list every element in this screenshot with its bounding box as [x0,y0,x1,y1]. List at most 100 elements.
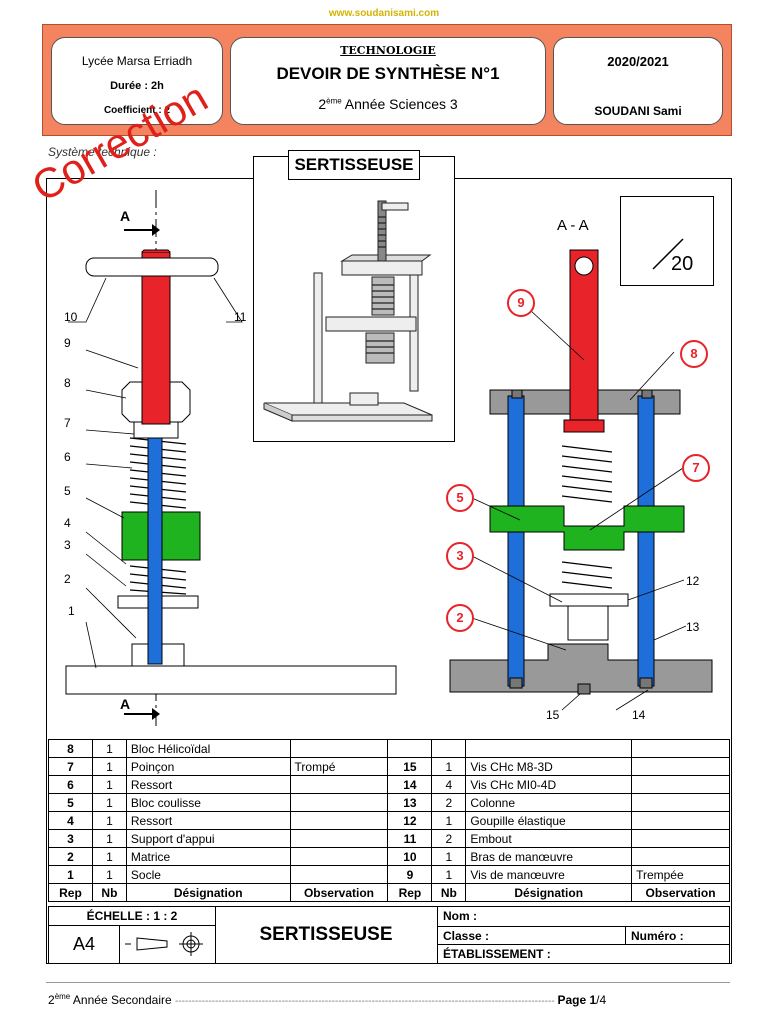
classe-field: Classe : [443,929,490,943]
drawing-title: SERTISSEUSE [215,907,438,963]
numero-field: Numéro : [631,929,684,943]
section-label-bottom: A [120,696,131,712]
table-cell-rep: 5 [48,793,93,812]
circled-label-3: 3 [446,542,474,570]
table-cell-obs [289,739,389,758]
footer: 2ème Année Secondaire ------------------… [48,992,728,1007]
divider [625,926,626,944]
table-cell-obs [631,739,730,758]
school-name: Lycée Marsa Erriadh [81,54,193,68]
table-cell-des: Support d'appui [125,829,291,848]
table-cell-des: Bloc Hélicoïdal [125,739,291,758]
table-cell-obs [289,775,389,794]
table-cell-obs [631,829,730,848]
label-7: 7 [64,416,71,430]
table-cell-nb: 1 [91,775,127,794]
table-cell-rep: 3 [48,829,93,848]
subject: TECHNOLOGIE [340,44,436,57]
table-cell-nb: 1 [91,793,127,812]
year-box: 2020/2021 SOUDANI Sami [553,37,723,125]
exam-box: TECHNOLOGIE DEVOIR DE SYNTHÈSE N°1 2ème … [230,37,546,125]
divider [437,926,729,927]
table-cell-des: Ressort [125,775,291,794]
section-title: A - A [557,217,589,234]
photo-box: SERTISSEUSE [253,150,455,442]
label-10: 10 [64,310,78,324]
table-cell-nb: 1 [431,865,467,884]
circled-label-2: 2 [446,604,474,632]
header-banner: Lycée Marsa Erriadh Durée : 2h Coefficie… [42,24,732,136]
score-denominator: 20 [671,253,694,275]
table-cell-rep: 1 [48,865,93,884]
table-header-cell: Désignation [125,883,291,902]
table-cell-rep: 15 [387,757,433,776]
table-cell-nb: 1 [431,757,467,776]
table-cell-rep: 14 [387,775,433,794]
label-5: 5 [64,484,71,498]
table-header-cell: Rep [387,883,433,902]
school-box: Lycée Marsa Erriadh Durée : 2h Coefficie… [51,37,223,125]
table-cell-nb: 1 [91,865,127,884]
table-cell-rep: 12 [387,811,433,830]
label-14: 14 [632,708,646,722]
table-cell-des: Socle [125,865,291,884]
nom-field: Nom : [443,909,477,923]
score-box: 20 [620,196,714,286]
table-cell-obs: Trempée [631,865,730,884]
section-arrow-top [124,224,160,236]
class-label: 2ème Année Sciences 3 [318,96,458,112]
exam-title: DEVOIR DE SYNTHÈSE N°1 [276,64,500,83]
circled-label-8: 8 [680,340,708,368]
table-cell-nb: 1 [431,811,467,830]
teacher: SOUDANI Sami [594,104,682,118]
table-cell-rep: 11 [387,829,433,848]
label-13: 13 [686,620,700,634]
table-header-cell: Observation [289,883,389,902]
table-cell-nb: 1 [431,847,467,866]
title-block: ÉCHELLE : 1 : 2 A4 SERTISSEUSE Nom : Cla… [48,906,730,964]
label-1: 1 [68,604,75,618]
table-cell-des: Vis CHc MI0-4D [465,775,633,794]
footer-dashes: ----------------------------------------… [175,996,558,1007]
table-cell-des: Matrice [125,847,291,866]
page-total: /4 [596,993,607,1007]
left-view-drawing [65,190,397,726]
footer-level: 2ème Année Secondaire [48,992,172,1007]
table-header-cell: Nb [431,883,467,902]
table-cell-rep: 8 [48,739,93,758]
label-8: 8 [64,376,71,390]
label-6: 6 [64,450,71,464]
table-cell-des: Embout [465,829,633,848]
table-cell-rep: 10 [387,847,433,866]
table-cell-obs [631,757,730,776]
page-number: Page 1 [557,993,597,1007]
label-2: 2 [64,572,71,586]
table-cell-obs [289,865,389,884]
table-header-cell: Observation [631,883,730,902]
table-cell-obs [289,829,389,848]
table-cell-des [465,739,633,758]
footer-rule [46,982,730,983]
photo-title: SERTISSEUSE [288,150,420,180]
table-cell-nb: 1 [91,829,127,848]
section-arrow-bottom [124,708,160,720]
coefficient: Coefficient : 2 [103,105,171,116]
table-cell-rep: 7 [48,757,93,776]
section-label-top: A [120,208,131,224]
table-cell-rep: 6 [48,775,93,794]
table-cell-obs [631,793,730,812]
table-cell-obs: Trompé [289,757,389,776]
table-cell-des: Colonne [465,793,633,812]
table-cell-nb: 2 [431,829,467,848]
table-cell-des: Poinçon [125,757,291,776]
table-cell-des: Bras de manœuvre [465,847,633,866]
table-cell-nb [431,739,467,758]
